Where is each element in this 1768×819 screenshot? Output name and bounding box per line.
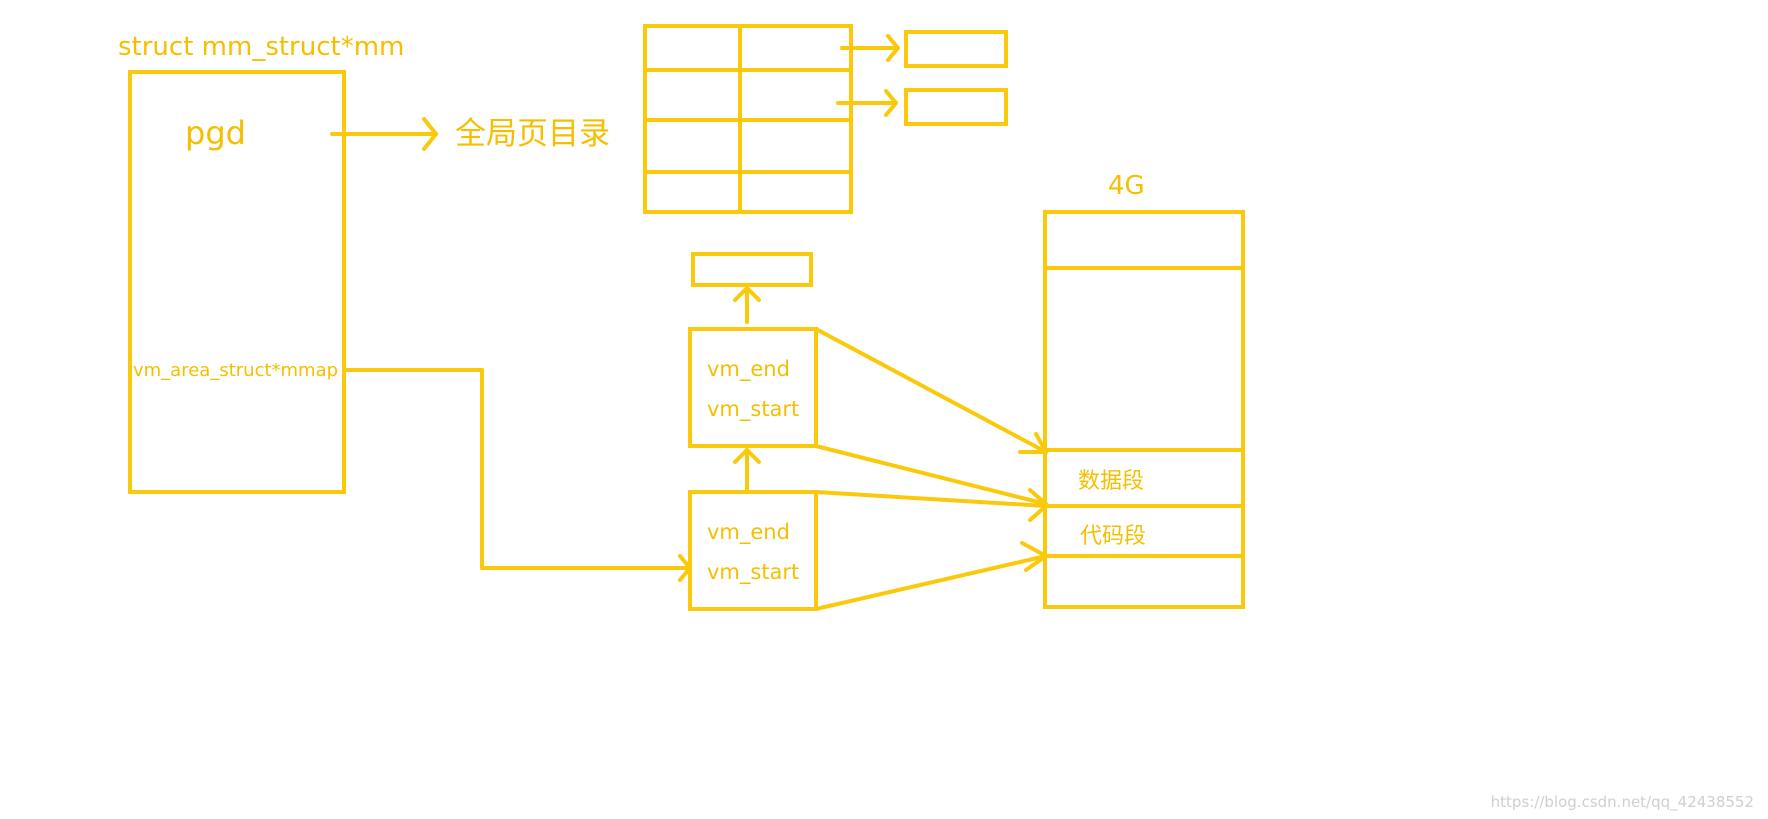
page-table-arrow-2 xyxy=(836,89,898,117)
vma-lower-end-label: vm_end xyxy=(707,520,790,545)
page-table-box-2 xyxy=(904,88,1008,126)
code-segment-label: 代码段 xyxy=(1080,524,1146,549)
page-directory-table xyxy=(643,24,853,214)
vma-box-upper xyxy=(688,327,818,448)
page-table-box-1 xyxy=(904,30,1008,68)
next-vma-arrow xyxy=(733,286,761,324)
vma-lower-start-label: vm_start xyxy=(707,560,799,585)
page-directory-label: 全局页目录 xyxy=(455,116,610,152)
vma-link-arrow xyxy=(733,448,761,492)
mapping-arrow-lower-start xyxy=(814,541,1048,611)
vma-upper-start-label: vm_start xyxy=(707,397,799,422)
mapping-arrow-upper-end xyxy=(814,327,1048,454)
next-vma-box xyxy=(691,252,813,287)
address-space-size-label: 4G xyxy=(1108,171,1145,201)
pgd-field-label: pgd xyxy=(185,114,246,152)
mapping-arrow-lower-end xyxy=(814,490,1048,522)
vma-box-lower xyxy=(688,490,818,611)
vma-upper-end-label: vm_end xyxy=(707,357,790,382)
mm-struct-box xyxy=(128,70,346,494)
mapping-arrow-upper-start xyxy=(814,444,1048,506)
mm-struct-title: struct mm_struct*mm xyxy=(118,32,404,62)
page-table-arrow-1 xyxy=(840,34,900,62)
watermark-text: https://blog.csdn.net/qq_42438552 xyxy=(1491,793,1754,812)
mmap-field-label: vm_area_struct*mmap xyxy=(133,360,338,381)
pgd-arrow xyxy=(330,117,438,151)
address-space-box xyxy=(1043,210,1245,609)
mmap-arrow xyxy=(342,368,692,582)
data-segment-label: 数据段 xyxy=(1078,469,1144,494)
